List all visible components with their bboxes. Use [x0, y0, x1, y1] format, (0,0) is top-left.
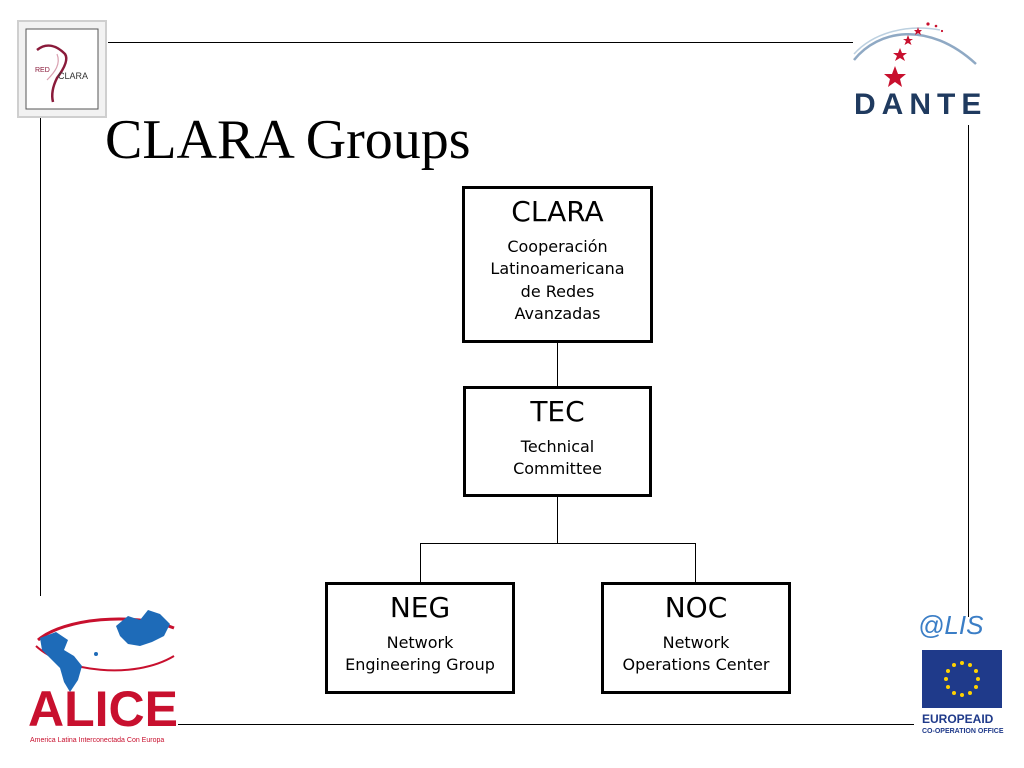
- org-line: Avanzadas: [514, 303, 601, 323]
- connector-tec-down: [557, 496, 558, 543]
- org-line: Network: [386, 632, 454, 652]
- star-icon: [893, 48, 907, 61]
- frame-left-line: [40, 118, 41, 596]
- connector-clara-tec: [557, 342, 558, 386]
- alice-wordmark: ALICE: [28, 681, 178, 737]
- eu-flag-icon: [922, 650, 1002, 708]
- org-box-noc: NOC Network Operations Center: [601, 582, 791, 694]
- dante-wordmark: DANTE: [854, 88, 988, 121]
- dante-logo: DANTE: [848, 18, 1008, 126]
- org-abbr-tec: TEC: [530, 395, 585, 428]
- org-line: Latinoamericana: [490, 259, 625, 279]
- frame-right-line: [968, 125, 969, 617]
- connector-horizontal: [420, 543, 696, 544]
- star-icon: [914, 27, 922, 35]
- europe-map-icon: [116, 610, 170, 646]
- europeaid-text: EUROPEAID: [922, 712, 994, 726]
- map-dot-icon: [94, 652, 98, 656]
- org-box-tec: TEC Technical Committee: [463, 386, 652, 497]
- org-line: Operations Center: [622, 655, 770, 675]
- redclara-text-b: CLARA: [58, 71, 88, 81]
- alis-text: @LIS: [918, 610, 984, 640]
- star-icon: [884, 66, 906, 87]
- org-line: de Redes: [520, 281, 595, 301]
- org-full-tec: Technical Committee: [466, 436, 649, 481]
- org-box-neg: NEG Network Engineering Group: [325, 582, 515, 694]
- org-abbr-noc: NOC: [664, 591, 728, 624]
- connector-noc: [695, 543, 696, 583]
- org-line: Engineering Group: [345, 655, 495, 675]
- org-line: Committee: [513, 459, 602, 479]
- europeaid-subtext: CO-OPERATION OFFICE: [922, 728, 1004, 735]
- star-dot-icon: [934, 24, 938, 28]
- org-full-noc: Network Operations Center: [604, 632, 788, 677]
- frame-top-line: [108, 42, 853, 43]
- alice-logo: ALICE America Latina Interconectada Con …: [24, 602, 184, 750]
- frame-bottom-line: [178, 724, 914, 725]
- org-full-neg: Network Engineering Group: [328, 632, 512, 677]
- org-full-clara: Cooperación Latinoamericana de Redes Ava…: [465, 236, 650, 326]
- redclara-text-a: RED: [35, 67, 50, 74]
- org-line: Cooperación: [507, 236, 608, 256]
- slide-title: CLARA Groups: [105, 109, 471, 171]
- org-line: Technical: [520, 436, 595, 456]
- org-abbr-neg: NEG: [389, 591, 451, 624]
- star-dot-icon: [926, 22, 930, 26]
- org-box-clara: CLARA Cooperación Latinoamericana de Red…: [462, 186, 653, 343]
- americas-map-icon: [40, 632, 82, 692]
- org-abbr-clara: CLARA: [511, 195, 604, 228]
- alis-europeaid-logo: @LIS EUROPEAID CO-OPERATION OFFICE: [914, 612, 1009, 742]
- redclara-logo: RED CLARA: [17, 20, 107, 118]
- star-icon: [903, 35, 913, 45]
- star-dot-icon: [940, 29, 944, 33]
- org-line: Network: [662, 632, 730, 652]
- alice-subtitle: America Latina Interconectada Con Europa: [30, 737, 165, 744]
- connector-neg: [420, 543, 421, 583]
